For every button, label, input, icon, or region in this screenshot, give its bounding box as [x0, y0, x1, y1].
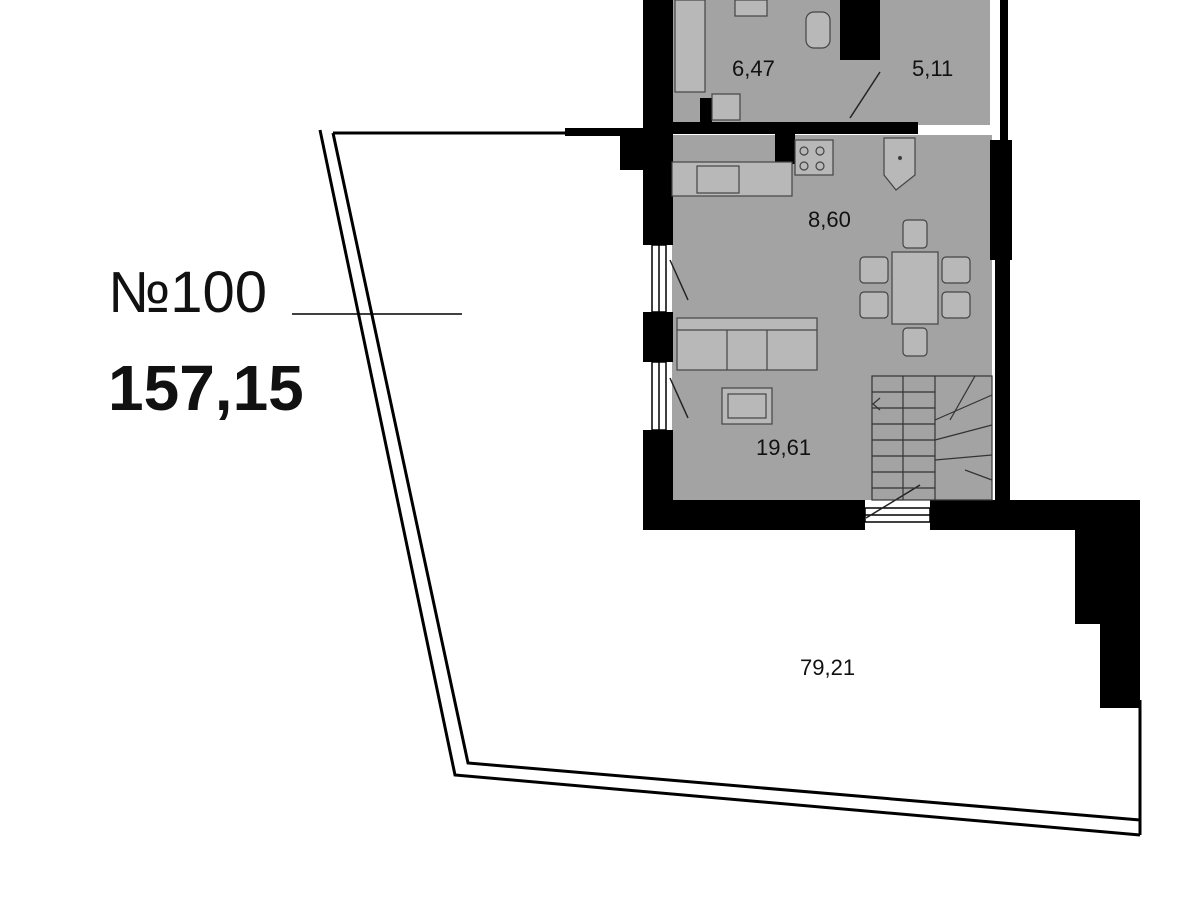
window-south: [864, 507, 931, 523]
area-terrace: 79,21: [800, 655, 855, 680]
area-kitchen: 8,60: [808, 207, 851, 232]
sofa: [676, 317, 818, 371]
walls: [565, 0, 1140, 708]
area-hall: 5,11: [912, 56, 953, 81]
total-area: 157,15: [108, 352, 304, 424]
apartment-number: №100: [108, 260, 267, 325]
staircase: [871, 375, 993, 501]
door-swings: [669, 71, 921, 519]
terrace-outline: [318, 129, 1142, 837]
area-living: 19,61: [756, 435, 811, 460]
area-bathroom: 6,47: [732, 56, 775, 81]
window-west-lower: [651, 361, 667, 431]
window-west-upper: [651, 244, 667, 313]
kitchen-fixtures: [671, 137, 916, 197]
coffee-table: [721, 387, 773, 425]
bath-fixtures: [674, 0, 831, 121]
dining-set: [859, 219, 971, 357]
